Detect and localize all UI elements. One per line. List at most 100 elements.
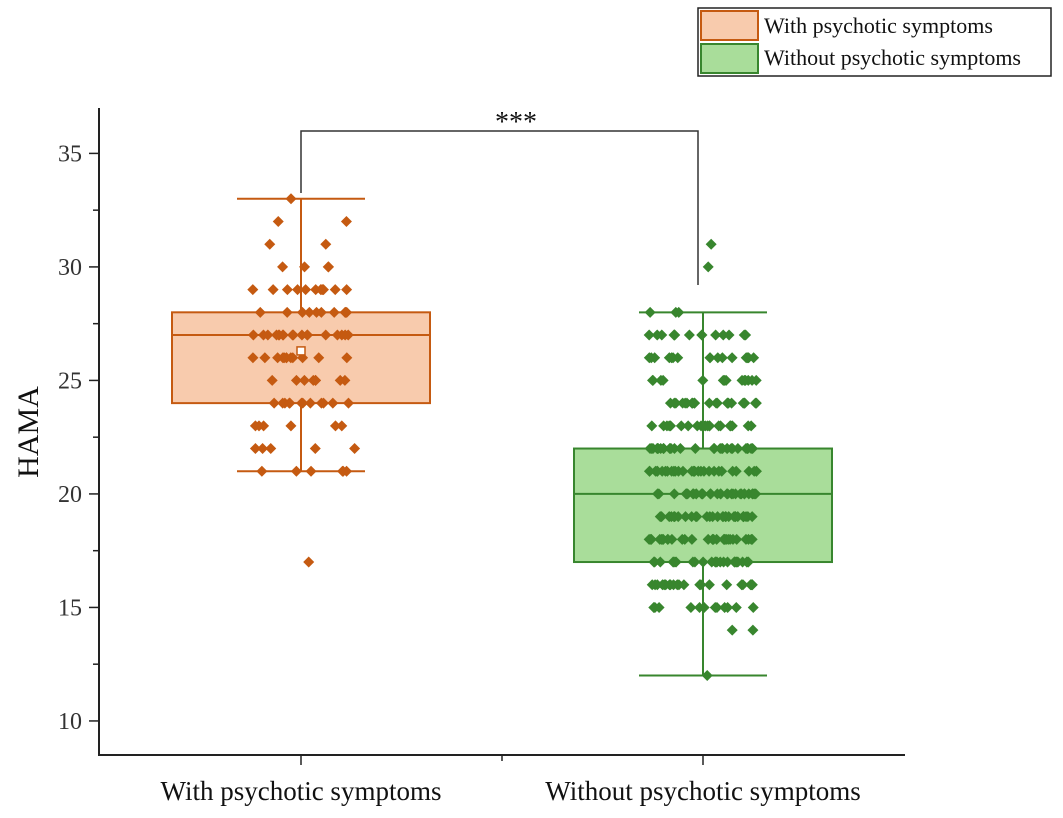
- data-point: [736, 374, 748, 386]
- data-point: [646, 579, 658, 591]
- data-point: [717, 511, 729, 523]
- data-point: [703, 579, 715, 591]
- data-point: [349, 443, 361, 455]
- data-point: [747, 601, 759, 613]
- data-point: [708, 533, 720, 545]
- data-point: [682, 420, 694, 432]
- data-point: [645, 533, 657, 545]
- data-point: [666, 352, 678, 364]
- data-point: [705, 238, 717, 250]
- bracket-line: [300, 130, 699, 285]
- data-point: [290, 465, 302, 477]
- data-point: [708, 443, 720, 455]
- data-point: [746, 579, 758, 591]
- data-point: [249, 443, 261, 455]
- data-point: [703, 397, 715, 409]
- data-point: [320, 329, 332, 341]
- data-point: [329, 284, 341, 296]
- data-point: [341, 284, 353, 296]
- data-point: [689, 556, 701, 568]
- legend-swatch-without: [700, 43, 759, 74]
- data-point: [667, 579, 679, 591]
- legend: With psychotic symptoms Without psychoti…: [697, 7, 1052, 77]
- data-point: [313, 352, 325, 364]
- data-point: [262, 329, 274, 341]
- data-point: [691, 420, 703, 432]
- data-point: [287, 352, 299, 364]
- data-point: [341, 352, 353, 364]
- legend-label-with: With psychotic symptoms: [764, 13, 993, 38]
- data-point: [738, 511, 750, 523]
- data-point: [717, 374, 729, 386]
- data-point: [674, 443, 686, 455]
- y-tick-label: 15: [58, 595, 82, 621]
- data-point: [656, 511, 668, 523]
- data-point: [656, 329, 668, 341]
- data-point: [713, 465, 725, 477]
- data-point: [267, 284, 279, 296]
- data-point: [281, 306, 293, 318]
- data-point: [303, 306, 315, 318]
- data-point: [675, 420, 687, 432]
- data-point: [710, 329, 722, 341]
- data-point: [266, 374, 278, 386]
- data-point: [649, 556, 661, 568]
- data-point: [268, 397, 280, 409]
- data-point: [740, 352, 752, 364]
- data-point: [653, 601, 665, 613]
- data-point: [683, 329, 695, 341]
- data-point: [698, 601, 710, 613]
- data-point: [283, 397, 295, 409]
- data-point: [320, 238, 332, 250]
- data-point: [717, 329, 729, 341]
- data-point: [336, 420, 348, 432]
- box-series-0: [171, 193, 431, 568]
- data-point: [702, 420, 714, 432]
- data-point: [254, 306, 266, 318]
- data-point: [688, 465, 700, 477]
- y-tick-label: 25: [58, 368, 82, 394]
- data-point: [315, 284, 327, 296]
- data-point: [290, 374, 302, 386]
- data-point: [730, 601, 742, 613]
- data-point: [726, 624, 738, 636]
- data-point: [750, 397, 762, 409]
- data-point: [661, 465, 673, 477]
- data-point: [740, 329, 752, 341]
- data-point: [300, 284, 312, 296]
- x-category-label-without: Without psychotic symptoms: [545, 776, 860, 806]
- legend-swatch-with: [700, 10, 759, 41]
- x-axis-ticks: [300, 755, 704, 765]
- y-tick-label: 35: [58, 141, 82, 167]
- data-point: [311, 306, 323, 318]
- data-point: [328, 306, 340, 318]
- data-point: [265, 443, 277, 455]
- data-point: [732, 443, 744, 455]
- data-point: [686, 533, 698, 545]
- data-point: [651, 465, 663, 477]
- y-tick-label: 20: [58, 482, 82, 508]
- data-point: [342, 397, 354, 409]
- data-point: [745, 420, 757, 432]
- data-point: [685, 601, 697, 613]
- data-point: [707, 511, 719, 523]
- data-point: [697, 556, 709, 568]
- data-point: [686, 511, 698, 523]
- data-point: [680, 488, 692, 500]
- y-tick-label: 10: [58, 709, 82, 735]
- data-point: [647, 374, 659, 386]
- data-point: [721, 579, 733, 591]
- data-point: [696, 488, 708, 500]
- data-point: [737, 579, 749, 591]
- data-point: [701, 670, 713, 682]
- data-point: [750, 465, 762, 477]
- data-point: [644, 443, 656, 455]
- data-point: [721, 397, 733, 409]
- data-point: [259, 352, 271, 364]
- data-point: [256, 465, 268, 477]
- data-point: [668, 329, 680, 341]
- data-point: [722, 556, 734, 568]
- data-point: [689, 397, 701, 409]
